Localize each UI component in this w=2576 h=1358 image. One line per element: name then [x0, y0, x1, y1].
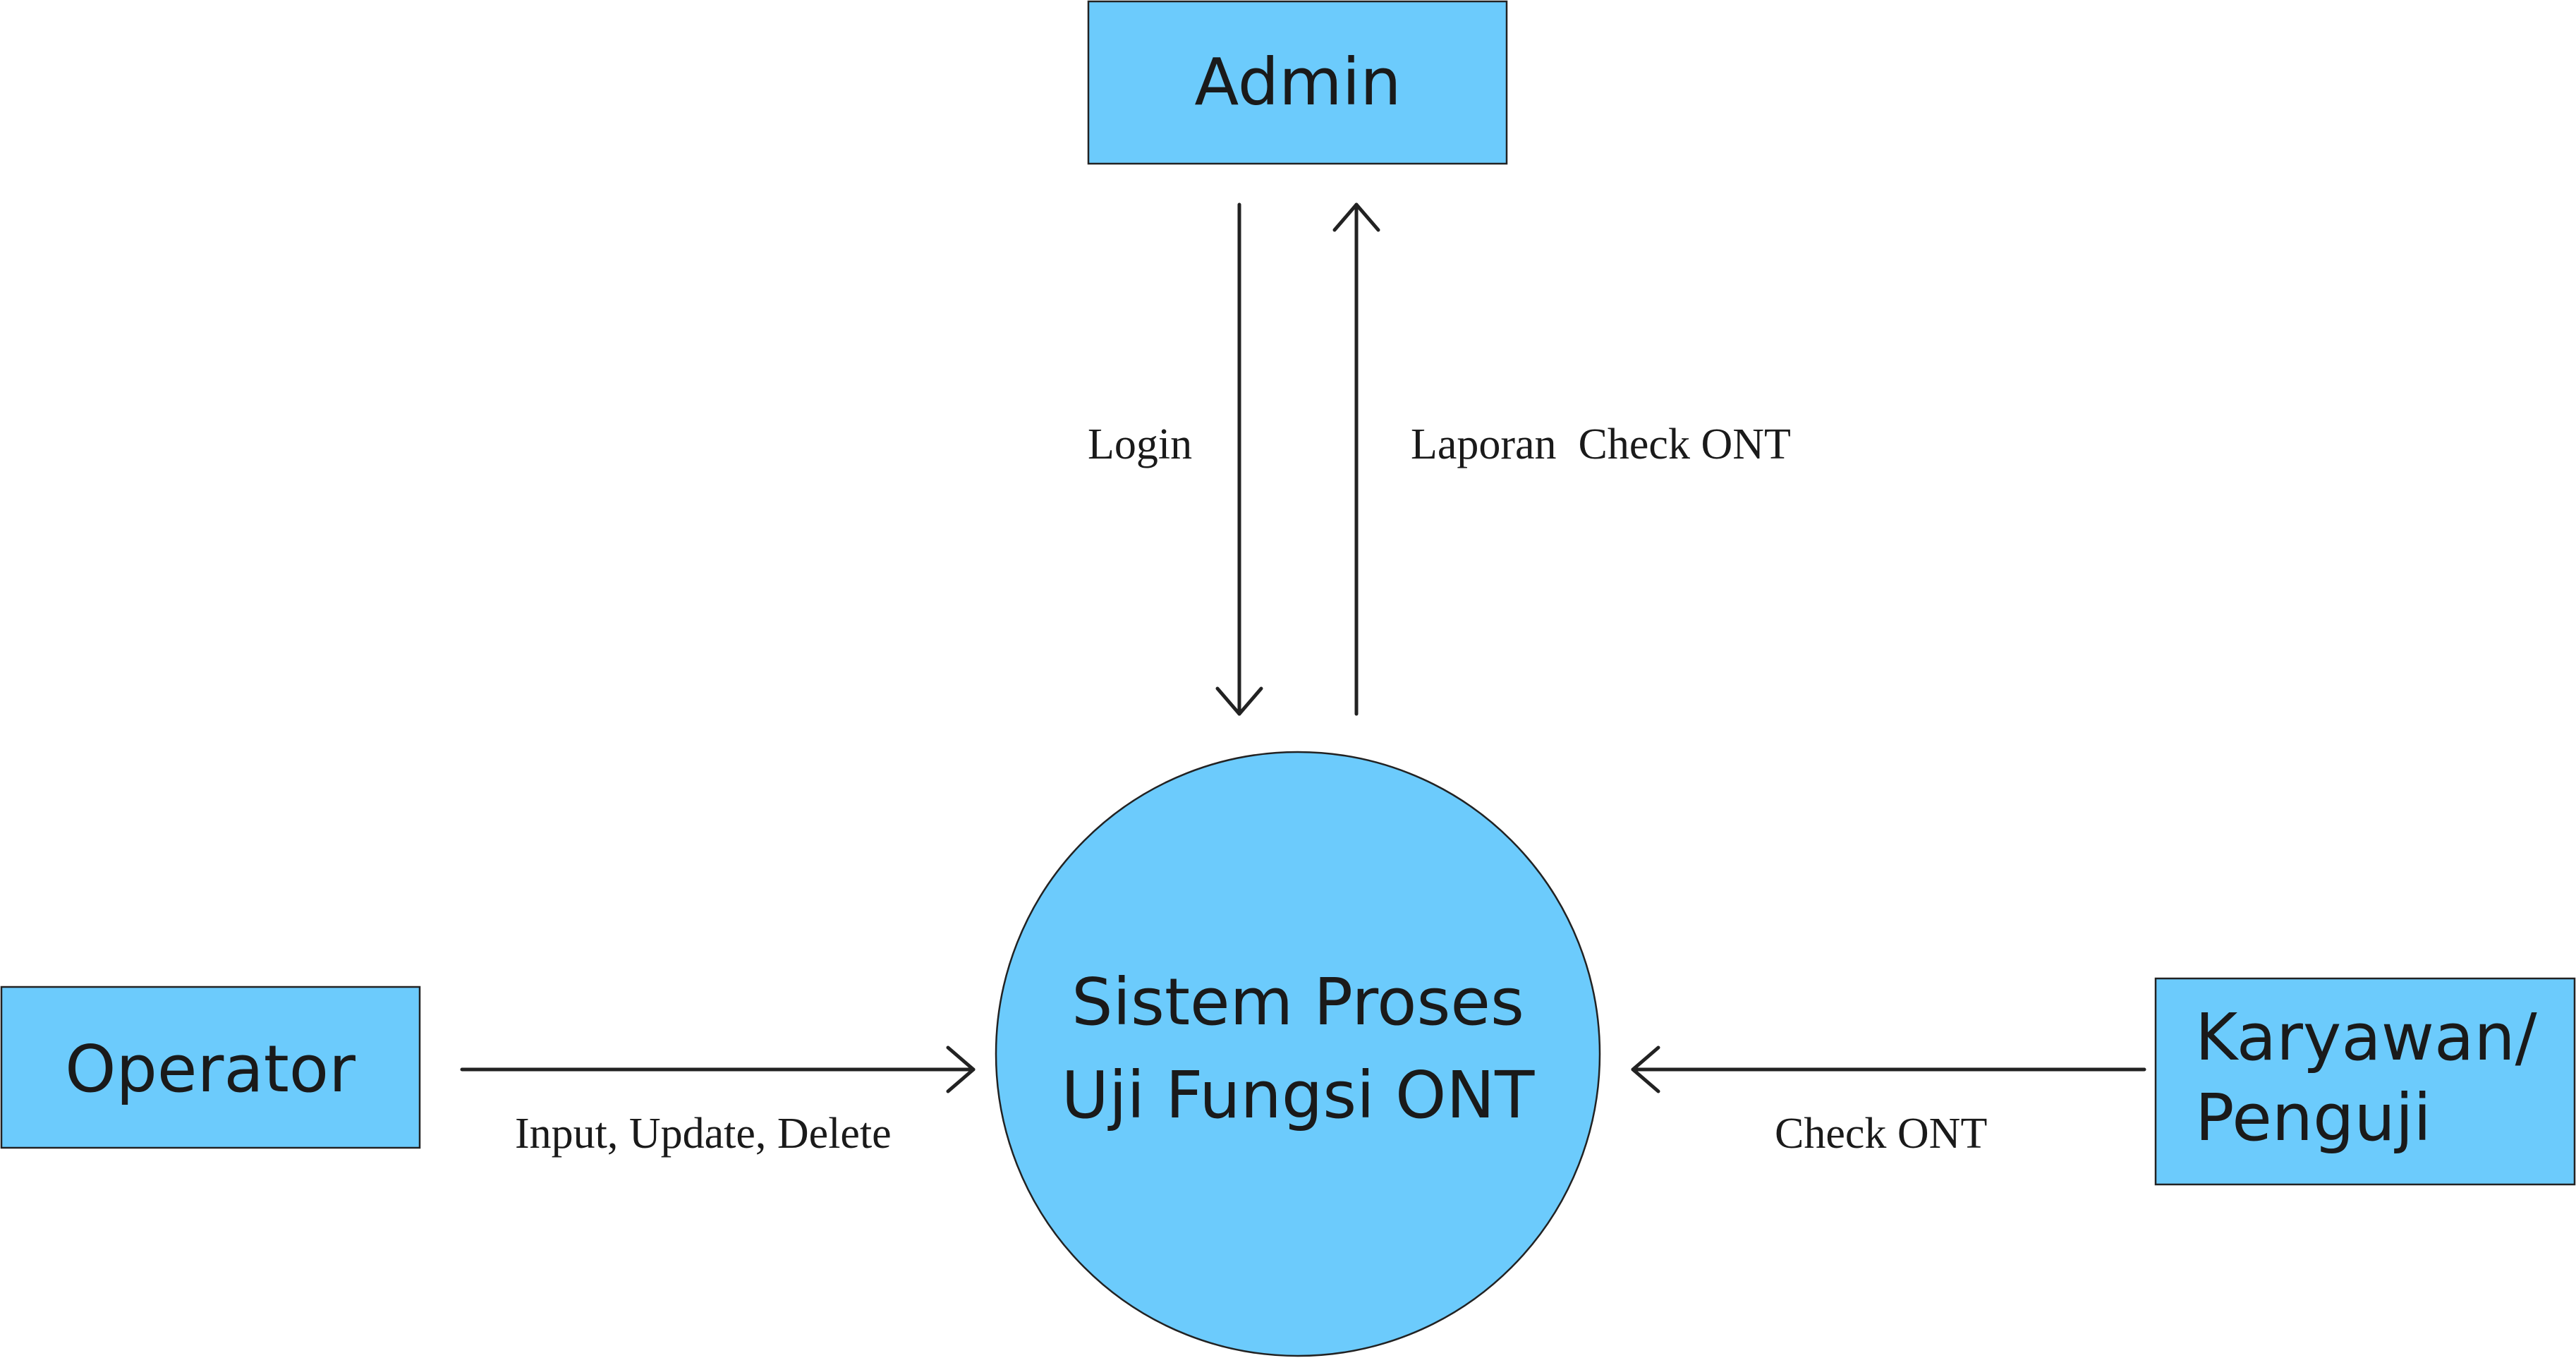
laporan-arrowhead	[1332, 202, 1380, 232]
check-flow-label: Check ONT	[1775, 1110, 1987, 1158]
check-ont-flow: Check ONT	[1631, 1045, 2146, 1158]
admin-entity: Admin	[1087, 0, 1508, 165]
login-flow: Login	[1088, 202, 1263, 716]
process-label-line2: Uji Fungsi ONT	[1062, 1057, 1536, 1133]
admin-box	[1087, 0, 1508, 165]
operator-label: Operator	[65, 1031, 356, 1107]
laporan-flow: Laporan Check ONT	[1332, 202, 1791, 716]
login-flow-label: Login	[1088, 420, 1192, 468]
admin-label: Admin	[1194, 44, 1401, 120]
karyawan-label: Karyawan/	[2195, 1000, 2537, 1075]
karyawan-penguji-box	[2154, 977, 2576, 1186]
operator-entity: Operator	[0, 986, 421, 1149]
penguji-label: Penguji	[2195, 1080, 2431, 1156]
input-update-delete-flow: Input, Update, Delete	[460, 1045, 976, 1158]
process-node: Sistem Proses Uji Fungsi ONT	[995, 751, 1601, 1357]
input-arrowhead	[946, 1045, 976, 1093]
operator-box	[0, 986, 421, 1149]
login-arrowhead	[1215, 686, 1263, 716]
karyawan-penguji-entity: Karyawan/ Penguji	[2154, 977, 2576, 1186]
process-label-line1: Sistem Proses	[1071, 964, 1524, 1040]
input-flow-label: Input, Update, Delete	[515, 1110, 892, 1158]
laporan-flow-label: Laporan Check ONT	[1411, 420, 1791, 468]
check-arrowhead	[1631, 1045, 1660, 1093]
process-circle	[995, 751, 1601, 1357]
